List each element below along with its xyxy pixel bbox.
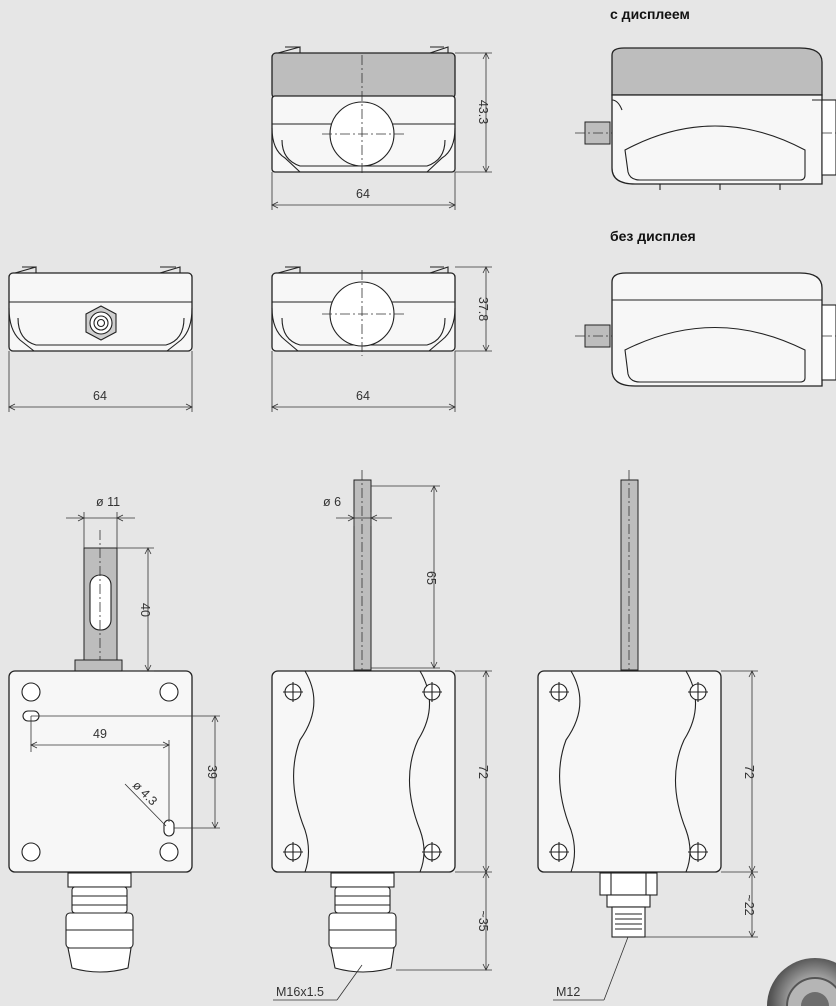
dim-dia-11: ø 11 xyxy=(96,495,120,509)
dim-72-right: 72 xyxy=(742,765,756,779)
label-with-display: с дисплеем xyxy=(610,6,690,22)
front-view-connector xyxy=(537,470,722,938)
front-view-probe-gland xyxy=(271,470,456,973)
label-without-display: без дисплея xyxy=(610,228,696,244)
product-photo-corner xyxy=(767,958,836,1006)
dim-65: 65 xyxy=(424,571,438,585)
dim-43-3: 43.3 xyxy=(476,100,490,124)
dim-35: ~35 xyxy=(476,910,490,931)
dim-64-front: 64 xyxy=(356,389,370,403)
dim-49: 49 xyxy=(93,727,107,741)
back-view-mounting xyxy=(8,530,193,973)
side-view-cable xyxy=(8,266,193,352)
dim-40: 40 xyxy=(138,603,152,617)
dim-64-top: 64 xyxy=(356,187,370,201)
front-view-nodisplay xyxy=(271,266,456,356)
thread-m12: M12 xyxy=(556,985,580,999)
side-view-nodisplay xyxy=(575,272,836,387)
side-view-display xyxy=(575,47,836,190)
dim-dia-6: ø 6 xyxy=(323,495,341,509)
dim-64-side: 64 xyxy=(93,389,107,403)
dim-39: 39 xyxy=(205,765,219,779)
dim-37-8: 37.8 xyxy=(476,297,490,321)
dim-72-mid: 72 xyxy=(476,765,490,779)
front-view-display xyxy=(271,46,456,176)
dim-22: ~22 xyxy=(742,894,756,915)
thread-m16: M16x1.5 xyxy=(276,985,324,999)
